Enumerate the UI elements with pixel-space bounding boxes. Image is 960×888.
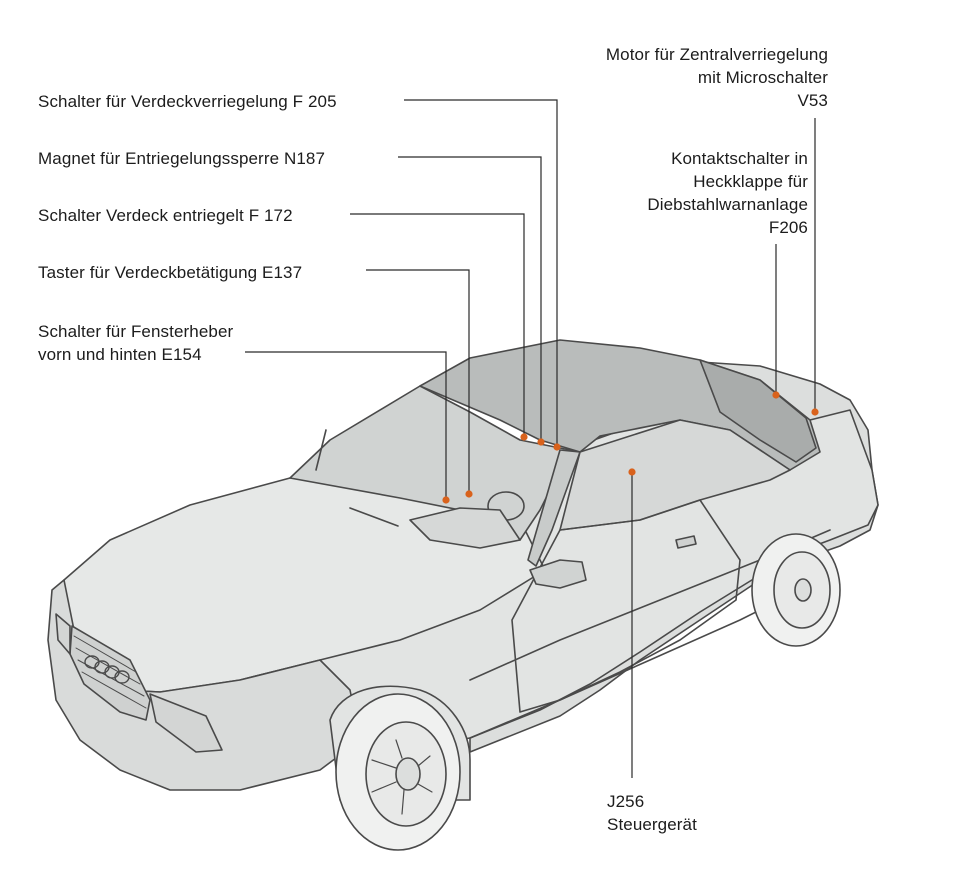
leader-e154 xyxy=(245,351,447,498)
label-line: Schalter Verdeck entriegelt F 172 xyxy=(38,206,293,225)
car-headlight-right xyxy=(55,613,71,655)
marker-f206 xyxy=(772,391,780,399)
label-kontaktschalter-heckklappe-f206: Kontaktschalter in Heckklappe für Diebst… xyxy=(647,147,808,239)
leader-n187 xyxy=(398,156,542,440)
marker-v53 xyxy=(811,408,819,416)
windshield-wiper xyxy=(349,507,399,527)
marker-j256 xyxy=(628,468,636,476)
car-door xyxy=(511,499,741,713)
leader-e137 xyxy=(366,269,470,492)
rear-hub xyxy=(794,578,812,602)
label-line: Heckklappe für xyxy=(693,172,808,191)
door-handle xyxy=(675,535,697,549)
leader-f205 xyxy=(404,99,558,445)
label-line: Steuergerät xyxy=(607,815,697,834)
label-line: mit Microschalter xyxy=(697,68,828,87)
car-rear-window xyxy=(699,359,817,463)
leader-f172 xyxy=(350,213,525,436)
car-grille xyxy=(69,625,151,721)
label-motor-zentralverriegelung-v53: Motor für Zentralverriegelung mit Micros… xyxy=(606,43,828,112)
marker-e137 xyxy=(465,490,473,498)
component-markers xyxy=(442,391,819,504)
car-headlight-left xyxy=(149,693,223,753)
car-antenna xyxy=(315,429,327,471)
leader-lines xyxy=(245,99,816,778)
marker-n187 xyxy=(537,438,545,446)
audi-rings-logo xyxy=(84,655,130,684)
front-rim-spokes xyxy=(371,739,433,815)
label-taster-verdeckbetaetigung-e137: Taster für Verdeckbetätigung E137 xyxy=(38,261,302,284)
marker-f172 xyxy=(520,433,528,441)
label-schalter-fensterheber-e154: Schalter für Fensterheber vorn und hinte… xyxy=(38,320,233,366)
label-line: Schalter für Fensterheber xyxy=(38,322,234,341)
label-line: V53 xyxy=(797,91,828,110)
marker-f205 xyxy=(553,443,561,451)
label-line: Kontaktschalter in xyxy=(671,149,808,168)
front-hub xyxy=(395,757,421,791)
label-schalter-verdeck-entriegelt-f172: Schalter Verdeck entriegelt F 172 xyxy=(38,204,293,227)
label-line: vorn und hinten E154 xyxy=(38,345,202,364)
label-schalter-verdeckverriegelung-f205: Schalter für Verdeckverriegelung F 205 xyxy=(38,90,337,113)
label-line: J256 xyxy=(607,792,645,811)
marker-e154 xyxy=(442,496,450,504)
car-side-mirror xyxy=(529,559,587,589)
label-line: Magnet für Entriegelungssperre N187 xyxy=(38,149,325,168)
car-illustration xyxy=(47,339,879,851)
label-line: Motor für Zentralverriegelung xyxy=(605,45,828,64)
dashboard xyxy=(409,507,521,549)
label-line: Diebstahlwarnanlage xyxy=(647,195,808,214)
label-steuergeraet-j256: J256 Steuergerät xyxy=(607,790,697,836)
label-line: Schalter für Verdeckverriegelung F 205 xyxy=(38,92,337,111)
label-line: Taster für Verdeckbetätigung E137 xyxy=(38,263,303,282)
label-line: F206 xyxy=(768,218,808,237)
label-magnet-entriegelungssperre-n187: Magnet für Entriegelungssperre N187 xyxy=(38,147,325,170)
